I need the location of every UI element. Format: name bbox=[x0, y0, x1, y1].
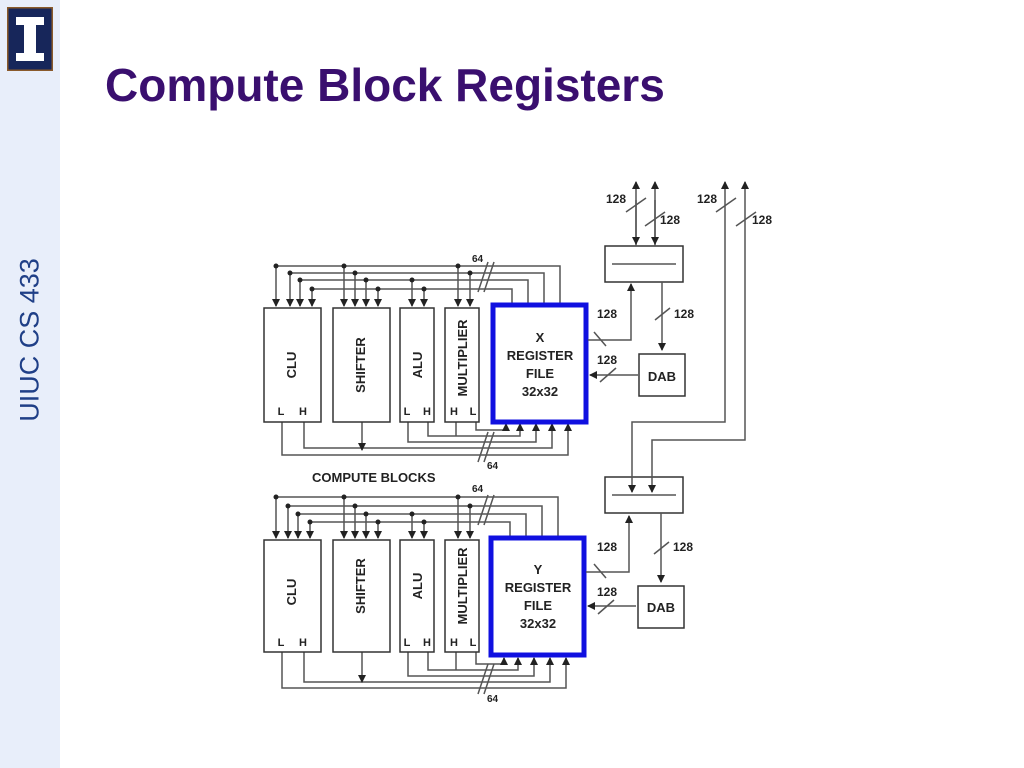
bus-width-label: 128 bbox=[606, 192, 626, 206]
dab-label-bottom: DAB bbox=[647, 600, 675, 615]
shifter-label-bottom: SHIFTER bbox=[353, 558, 368, 614]
bus-width-label: 64 bbox=[472, 254, 484, 265]
clu-port-l-bottom: L bbox=[278, 637, 285, 649]
shifter-unit-top bbox=[332, 307, 391, 423]
y-register-file bbox=[488, 535, 587, 658]
multiplier-label-top: MULTIPLIER bbox=[455, 319, 470, 397]
x-register-line-2: REGISTER bbox=[507, 348, 574, 363]
compute-blocks-label: COMPUTE BLOCKS bbox=[312, 470, 436, 485]
alu-unit-top bbox=[399, 307, 435, 423]
alu-unit-bottom bbox=[399, 539, 435, 653]
bus-width-label: 128 bbox=[660, 213, 680, 227]
shifter-unit-bottom bbox=[332, 539, 391, 653]
bottom-compute-block bbox=[272, 494, 570, 695]
bus-width-label: 128 bbox=[673, 540, 693, 554]
sidebar: UIUC CS 433 bbox=[0, 0, 60, 768]
multiplier-unit-top bbox=[444, 307, 480, 423]
bus-width-label: 128 bbox=[597, 540, 617, 554]
top-junction-dots bbox=[273, 263, 473, 292]
x-register-line-4: 32x32 bbox=[522, 384, 558, 399]
bus-width-label: 64 bbox=[472, 484, 484, 495]
alu-port-h-top: H bbox=[423, 406, 431, 418]
x-register-file bbox=[490, 302, 589, 425]
multiplier-port-l-bottom: L bbox=[470, 637, 477, 649]
alu-port-l-top: L bbox=[404, 406, 411, 418]
y-register-line-1: Y bbox=[534, 562, 543, 577]
slide-title: Compute Block Registers bbox=[105, 59, 665, 111]
alu-label-bottom: ALU bbox=[410, 573, 425, 600]
bus-width-label: 128 bbox=[674, 307, 694, 321]
clu-port-l-top: L bbox=[278, 406, 285, 418]
bus-width-label: 128 bbox=[597, 307, 617, 321]
multiplier-label-bottom: MULTIPLIER bbox=[455, 547, 470, 625]
x-register-line-1: X bbox=[536, 330, 545, 345]
top-external-buses bbox=[588, 181, 757, 470]
y-register-line-2: REGISTER bbox=[505, 580, 572, 595]
bus-width-label: 128 bbox=[752, 213, 772, 227]
multiplier-unit-bottom bbox=[444, 539, 480, 653]
clu-unit-bottom bbox=[263, 539, 322, 653]
x-register-line-3: FILE bbox=[526, 366, 554, 381]
bus-width-label: 128 bbox=[597, 353, 617, 367]
clu-port-h-top: H bbox=[299, 406, 307, 418]
y-register-line-4: 32x32 bbox=[520, 616, 556, 631]
bus-width-label: 64 bbox=[487, 461, 499, 472]
y-register-line-3: FILE bbox=[524, 598, 552, 613]
dab-label-top: DAB bbox=[648, 369, 676, 384]
university-logo-icon bbox=[7, 7, 53, 71]
bus-width-label: 128 bbox=[697, 192, 717, 206]
clu-label-top: CLU bbox=[284, 352, 299, 379]
alu-label-top: ALU bbox=[410, 352, 425, 379]
multiplier-port-h-bottom: H bbox=[450, 637, 458, 649]
clu-unit-top bbox=[263, 307, 322, 423]
multiplier-port-h-top: H bbox=[450, 406, 458, 418]
bus-width-label: 128 bbox=[597, 585, 617, 599]
alu-port-l-bottom: L bbox=[404, 637, 411, 649]
clu-label-bottom: CLU bbox=[284, 579, 299, 606]
alu-port-h-bottom: H bbox=[423, 637, 431, 649]
bottom-external-buses bbox=[586, 470, 685, 629]
bus-width-label: 64 bbox=[487, 694, 499, 705]
bottom-junction-dots bbox=[273, 494, 473, 525]
multiplier-port-l-top: L bbox=[470, 406, 477, 418]
shifter-label-top: SHIFTER bbox=[353, 337, 368, 393]
clu-port-h-bottom: H bbox=[299, 637, 307, 649]
